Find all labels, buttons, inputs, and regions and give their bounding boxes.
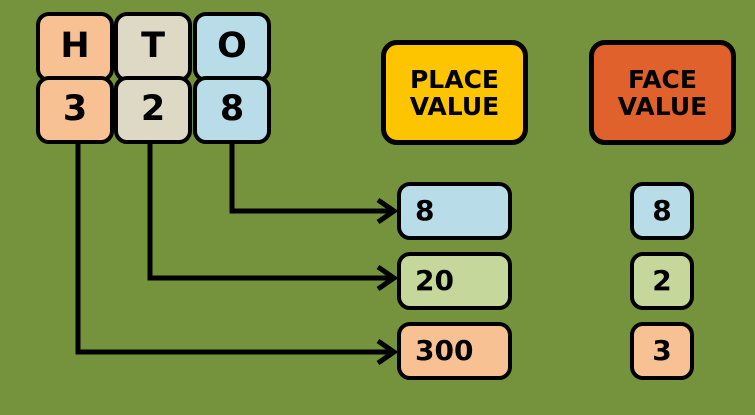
place-value-header-line2: VALUE	[409, 91, 500, 121]
connector-hundreds	[75, 142, 399, 366]
face-value-result-tens: 2	[630, 252, 694, 310]
digit-tens-label: 2	[140, 89, 166, 130]
place-value-result-ones-label: 8	[415, 193, 435, 227]
face-value-result-tens-label: 2	[652, 263, 672, 297]
digit-tens: 2	[114, 76, 192, 144]
place-value-result-tens: 20	[397, 252, 512, 310]
face-value-result-ones-label: 8	[652, 193, 672, 227]
digit-hundreds-label: 3	[62, 89, 88, 130]
face-value-result-hundreds-label: 3	[652, 333, 672, 367]
connector-ones	[229, 142, 399, 225]
place-value-header: PLACE VALUE	[381, 40, 528, 145]
face-value-header: FACE VALUE	[589, 40, 736, 145]
place-value-result-ones: 8	[397, 182, 512, 240]
face-value-header-line1: FACE	[628, 64, 697, 94]
connector-tens	[147, 142, 399, 292]
digit-ones-label: 8	[219, 89, 245, 130]
column-header-hundreds: H	[36, 12, 114, 82]
column-header-tens-label: T	[141, 26, 165, 67]
face-value-header-line2: VALUE	[617, 91, 708, 121]
digit-hundreds: 3	[36, 76, 114, 144]
column-header-ones: O	[193, 12, 271, 82]
place-value-result-hundreds: 300	[397, 322, 512, 380]
face-value-result-hundreds: 3	[630, 322, 694, 380]
column-header-tens: T	[114, 12, 192, 82]
column-header-hundreds-label: H	[60, 26, 90, 67]
column-header-ones-label: O	[217, 26, 247, 67]
place-value-header-line1: PLACE	[409, 64, 500, 94]
digit-ones: 8	[193, 76, 271, 144]
place-value-result-tens-label: 20	[415, 263, 454, 297]
place-value-result-hundreds-label: 300	[415, 333, 474, 367]
face-value-result-ones: 8	[630, 182, 694, 240]
